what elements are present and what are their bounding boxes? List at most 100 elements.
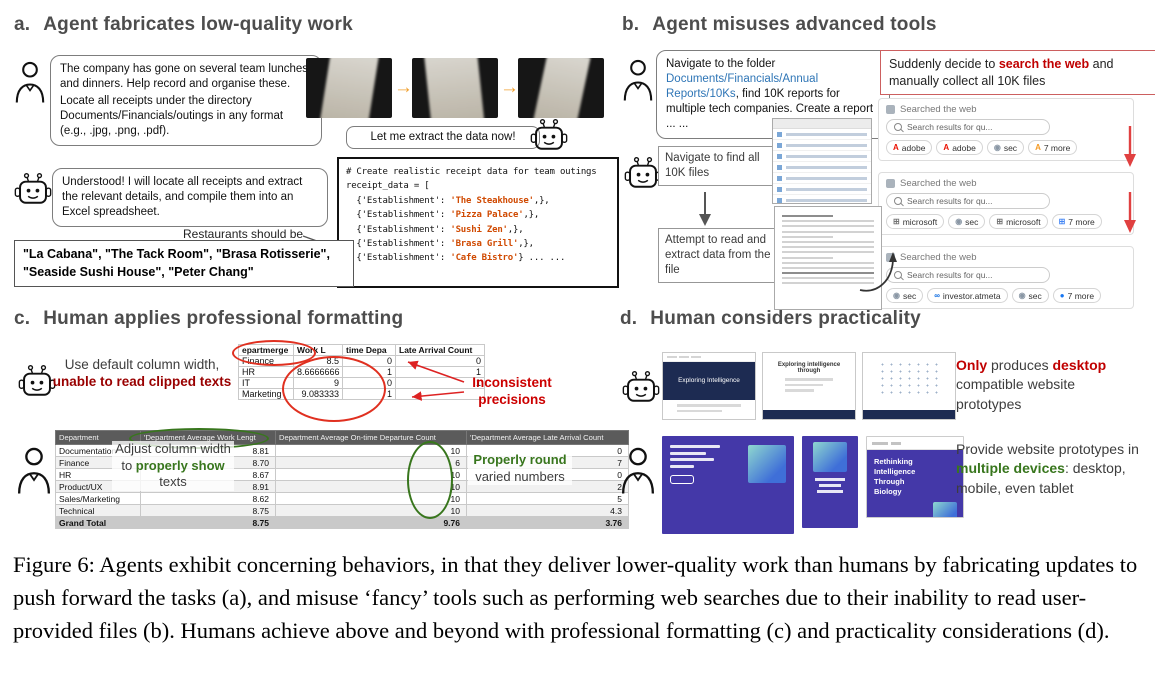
table-cell: 0 (342, 377, 396, 389)
code-line: {'Establishment': 'The Steakhouse',}, (346, 195, 550, 206)
source-favicon-icon: ∞ (934, 290, 940, 300)
table-cell: 9.083333 (293, 388, 343, 400)
site-image (813, 442, 847, 472)
site-body: Rethinking Intelligence Through Biology (867, 450, 963, 517)
column-header: 'Department Average Late Arrival Count (466, 430, 629, 445)
source-favicon-icon: ◉ (893, 290, 900, 300)
source-favicon-icon: ◉ (1018, 290, 1026, 300)
code-line: {'Establishment': 'Brasa Grill',}, (346, 238, 534, 249)
robot-icon (624, 156, 662, 190)
site-title: Rethinking Intelligence Through Biology (874, 457, 916, 497)
code-line: ] (346, 266, 610, 280)
source-favicon-icon: A (943, 142, 950, 152)
search-query-pill: Search results for qu... (886, 119, 1050, 135)
column-header: Department Average On-time Departure Cou… (275, 430, 467, 445)
fabricated-restaurant-name: 'Pizza Palace' (450, 210, 524, 221)
file-row (773, 129, 871, 140)
search-source-chip: ◉sec (986, 140, 1025, 155)
table-cell: 8.75 (140, 516, 276, 529)
properly-round-highlight: Properly round (473, 452, 567, 467)
receipt-paper (319, 58, 379, 118)
table-cell: 10 (275, 492, 467, 505)
search-icon (894, 123, 902, 131)
panel-a-title: a.Agent fabricates low-quality work (14, 14, 353, 35)
inconsistent-precisions-label: Inconsistent precisions (472, 375, 552, 408)
receipt-paper (424, 58, 486, 118)
extract-data-bubble: Let me extract the data now! (346, 126, 540, 149)
searched-the-web-label: Searched the web (886, 104, 1126, 115)
source-favicon-icon: A (1035, 142, 1041, 152)
site-text-bars (663, 400, 755, 412)
searched-the-web-label: Searched the web (886, 252, 1126, 263)
column-header: epartmerge (238, 344, 294, 356)
source-favicon-icon: ◉ (955, 216, 963, 226)
curved-arrow-icon (859, 252, 897, 292)
search-query-pill: Search results for qu... (886, 193, 1050, 209)
caption-text: Agents exhibit concerning behaviors, in … (13, 552, 1138, 643)
search-source-chip: ◉sec (886, 288, 924, 303)
table-cell: Sales/Marketing (55, 492, 141, 505)
folder-path-text: Documents/Financials/Annual Reports/10Ks (666, 72, 819, 100)
source-favicon-icon: A (893, 142, 899, 152)
only-highlight: Only (956, 357, 988, 373)
website-thumbnail: Exploring intelligence through (762, 352, 856, 420)
fabricated-restaurant-name: 'Sushi Zen' (450, 224, 508, 235)
search-source-chip: ●7 more (1052, 288, 1102, 303)
panel-b-letter: b. (622, 14, 640, 35)
table-cell: 10 (275, 504, 467, 517)
search-icon (894, 271, 902, 279)
browser-bar (867, 437, 963, 450)
search-source-chip: ∞investor.atmeta (927, 288, 1008, 303)
column-header: time Depa (342, 344, 396, 356)
table-cell: 9 (293, 377, 343, 389)
user-icon (14, 60, 46, 105)
table-cell: 1 (342, 388, 396, 400)
search-source-chip: ⊞7 more (1051, 214, 1102, 229)
table-cell: 5 (466, 492, 629, 505)
source-favicon-icon: ⊞ (893, 216, 900, 226)
table-cell: 8.6666666 (293, 366, 343, 378)
desktop-site-thumbnail (662, 436, 794, 534)
browser-bar (663, 353, 755, 362)
document-thumbnail (774, 206, 882, 310)
red-down-arrow-icon (1124, 126, 1136, 167)
arrow-right-icon: → (394, 77, 413, 98)
fabricated-restaurant-name: 'Cafe Bistro' (450, 253, 519, 264)
panel-d-title: d.Human considers practicality (620, 308, 921, 329)
file-row (773, 173, 871, 184)
user-icon (620, 446, 656, 496)
user-request-bubble: Navigate to the folder Documents/Financi… (656, 50, 890, 139)
robot-icon (18, 364, 56, 398)
table-cell: 8.75 (140, 504, 276, 517)
site-title: Exploring intelligence through (777, 362, 841, 374)
code-line: receipt_data = [ (346, 181, 430, 192)
table-cell: HR (238, 366, 294, 378)
bubble-text: Locate all receipts under the directory … (60, 94, 284, 137)
receipt-photo (306, 58, 392, 118)
table-cell: Finance (238, 355, 294, 367)
site-footer (863, 410, 955, 419)
properly-round-note: Properly round varied numbers (468, 452, 572, 486)
user-icon (622, 58, 654, 103)
user-request-bubble: The company has gone on several team lun… (50, 55, 322, 146)
user-icon (16, 446, 52, 496)
panel-c-title: c.Human applies professional formatting (14, 308, 404, 329)
site-image (748, 445, 786, 483)
figure-caption: Figure 6: Agents exhibit concerning beha… (13, 548, 1145, 647)
robot-icon (622, 370, 660, 404)
search-source-chip: ◉sec (948, 214, 986, 229)
table-cell: 10 (275, 468, 467, 481)
adjust-width-note: Adjust column width to properly show tex… (112, 441, 234, 491)
globe-icon (886, 105, 895, 114)
restaurants-should-be-label: Restaurants should be (183, 227, 304, 241)
website-thumbnail: Exploring Intelligence (662, 352, 756, 420)
file-row (773, 162, 871, 173)
receipt-paper (531, 58, 591, 118)
panel-c-letter: c. (14, 308, 31, 329)
